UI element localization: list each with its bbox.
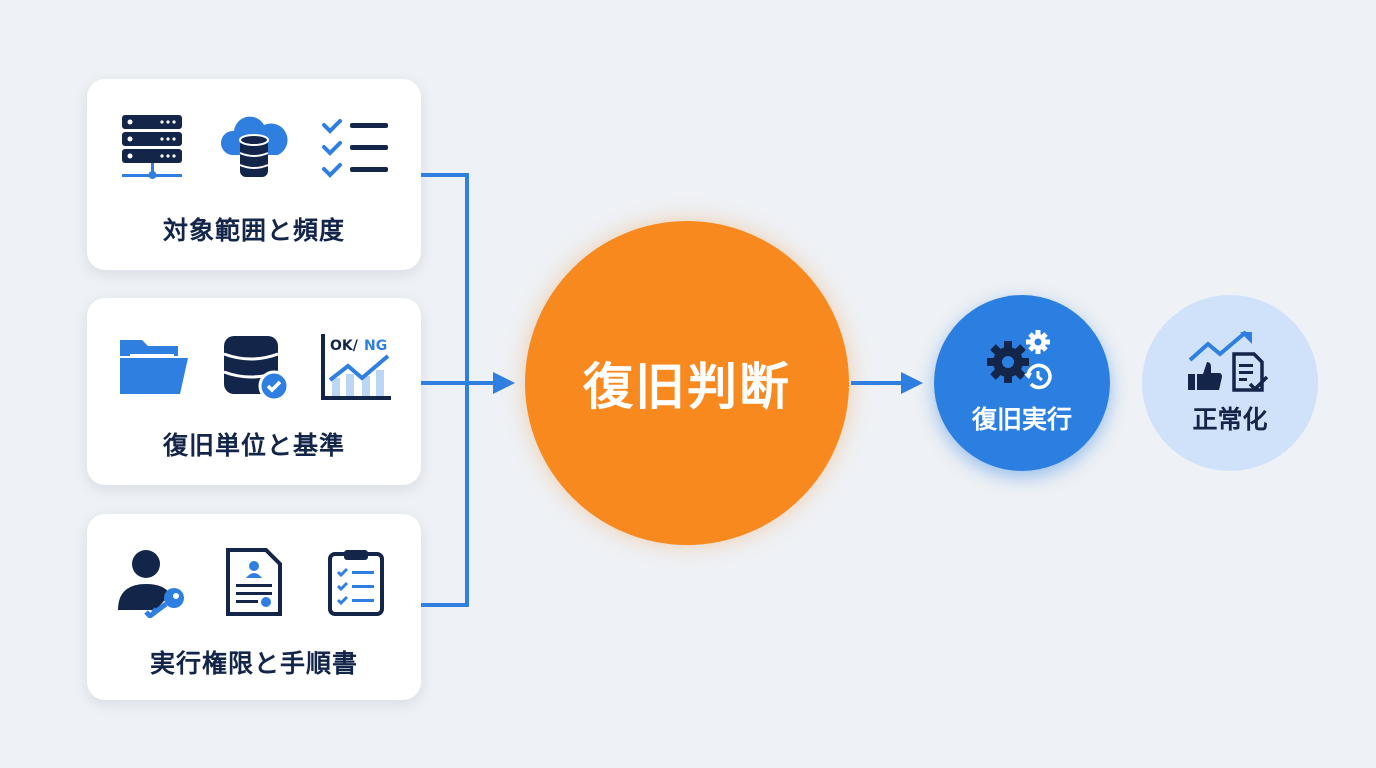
- execute-label: 復旧実行: [971, 405, 1072, 434]
- folder-icon: [120, 340, 188, 394]
- card-recovery-unit-criteria: OK/ NG 復旧単位と基準: [87, 298, 421, 485]
- server-icon: [122, 115, 182, 179]
- connector-line-3: [421, 603, 469, 607]
- ng-text: NG: [364, 338, 387, 354]
- gears-restore-icon: [987, 330, 1052, 390]
- execute-circle: 復旧実行: [934, 295, 1110, 471]
- arrow-to-execute: [851, 381, 903, 385]
- card-label: 実行権限と手順書: [149, 649, 358, 678]
- database-check-icon: [223, 336, 290, 402]
- connector-line-1: [421, 173, 469, 177]
- decision-circle: 復旧判断: [525, 221, 849, 545]
- cloud-database-icon: [220, 116, 288, 177]
- ok-text: OK/: [330, 338, 359, 354]
- card-label: 対象範囲と頻度: [162, 216, 345, 245]
- checklist-icon: [322, 119, 388, 178]
- clipboard-checklist-icon: [328, 550, 384, 616]
- arrowhead-icon: [901, 372, 923, 394]
- card-label: 復旧単位と基準: [162, 431, 345, 460]
- ok-ng-chart-icon: OK/ NG: [321, 334, 391, 400]
- thumbs-up-trend-document-icon: [1188, 330, 1269, 392]
- user-key-icon: [118, 550, 184, 618]
- arrowhead-icon: [493, 372, 515, 394]
- connector-line-2: [421, 381, 469, 385]
- decision-label: 復旧判断: [583, 358, 791, 416]
- normalize-label: 正常化: [1192, 405, 1268, 434]
- card-permission-procedure: 実行権限と手順書: [87, 514, 421, 700]
- connector-vertical: [465, 173, 469, 607]
- document-icon: [226, 548, 282, 616]
- arrow-to-decision: [469, 381, 495, 385]
- card-scope-frequency: 対象範囲と頻度: [87, 79, 421, 270]
- normalize-circle: 正常化: [1142, 295, 1318, 471]
